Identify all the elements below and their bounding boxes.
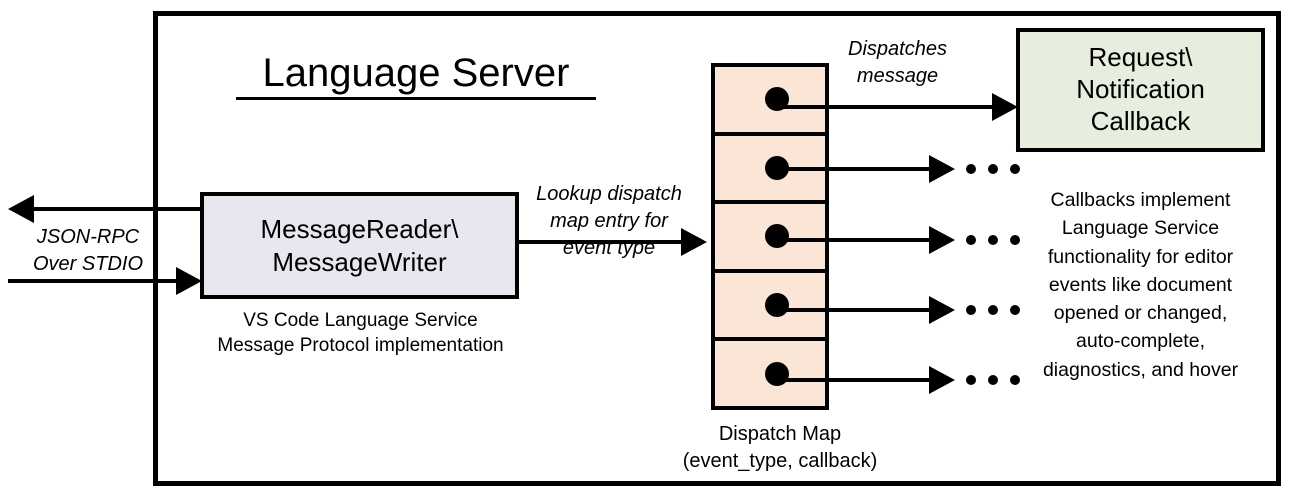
callback-box-caption: Callbacks implement Language Service fun… [1008,186,1273,384]
lookup-label-line2: map entry for [550,210,668,232]
ellipsis-icon [966,375,1020,385]
lookup-label-line1: Lookup dispatch [536,183,682,205]
callback-line3: Callback [1090,105,1191,136]
inbound-io-arrow-icon [176,267,202,295]
ellipsis-dot [988,164,998,174]
language-server-frame [153,11,1281,486]
inbound-io-line [8,279,183,283]
callback-caption-line2: Language Service [1061,217,1220,240]
dispatch-arrow-1-line [773,105,995,109]
dispatch-arrow-2-line [773,167,931,171]
dispatch-map-row[interactable] [715,341,825,406]
dispatch-arrow-3-line [773,238,931,242]
dispatch-arrow-4-line [773,308,931,312]
reader-caption-line2: Message Protocol implementation [217,335,504,357]
dispatch-arrow-5-icon [929,366,955,394]
ellipsis-dot [988,235,998,245]
callback-caption-line6: auto-complete, [1076,330,1205,353]
callback-caption-line3: functionality for editor [1047,245,1234,268]
dispatch-map-row[interactable] [715,273,825,342]
message-reader-writer-caption: VS Code Language Service Message Protoco… [188,308,533,358]
dispatches-label-line2: message [856,65,939,87]
lookup-label-line3: event type [562,237,656,259]
ellipsis-dot [1010,164,1020,174]
lookup-arrow-icon [681,228,707,256]
reader-line2: MessageWriter [272,246,447,277]
dispatches-message-label: Dispatches message [830,36,965,90]
ellipsis-dot [1010,235,1020,245]
callback-caption-line7: diagnostics, and hover [1042,358,1239,381]
callback-line2: Notification [1076,74,1205,105]
ellipsis-dot [966,164,976,174]
dispatches-label-line1: Dispatches [848,38,947,60]
ellipsis-dot [1010,305,1020,315]
dispatch-caption-line2: (event_type, callback) [682,450,878,472]
ellipsis-dot [966,375,976,385]
callback-box-label: Request\ Notification Callback [1076,42,1205,137]
page-title: Language Server [236,50,596,100]
dispatch-arrow-4-icon [929,296,955,324]
ellipsis-dot [988,375,998,385]
lookup-arrow-line [519,240,681,244]
jsonrpc-stdio-label: JSON-RPC Over STDIO [18,224,158,278]
dispatch-map-row[interactable] [715,67,825,136]
dispatch-arrow-5-line [773,378,931,382]
jsonrpc-label-line1: JSON-RPC [36,226,140,248]
jsonrpc-label-line2: Over STDIO [32,253,143,275]
lookup-dispatch-label: Lookup dispatch map entry for event type [518,181,700,262]
dispatch-arrow-1-icon [992,93,1018,121]
entry-dot-icon [765,224,789,249]
ellipsis-icon [966,305,1020,315]
entry-dot-icon [765,361,789,386]
ellipsis-icon [966,235,1020,245]
dispatch-map-row[interactable] [715,204,825,273]
reader-line1: MessageReader\ [260,214,459,244]
dispatch-arrow-2-icon [929,155,955,183]
entry-dot-icon [765,293,789,318]
ellipsis-dot [1010,375,1020,385]
ellipsis-dot [988,305,998,315]
dispatch-map-table[interactable] [711,63,829,410]
callback-caption-line4: events like document [1048,273,1233,296]
callback-line1: Request\ [1088,42,1193,73]
reader-caption-line1: VS Code Language Service [243,310,478,331]
callback-caption-line1: Callbacks implement [1050,189,1231,211]
ellipsis-dot [966,305,976,315]
dispatch-map-caption: Dispatch Map (event_type, callback) [645,421,915,475]
request-notification-callback-box[interactable]: Request\ Notification Callback [1016,28,1265,152]
dispatch-arrow-3-icon [929,226,955,254]
outbound-io-arrow-icon [8,195,34,223]
ellipsis-dot [966,235,976,245]
message-reader-writer-label: MessageReader\ MessageWriter [261,213,459,278]
dispatch-caption-line1: Dispatch Map [718,423,842,445]
callback-caption-line5: opened or changed, [1053,302,1228,325]
ellipsis-icon [966,164,1020,174]
message-reader-writer-box[interactable]: MessageReader\ MessageWriter [200,192,519,299]
outbound-io-line [34,207,204,211]
